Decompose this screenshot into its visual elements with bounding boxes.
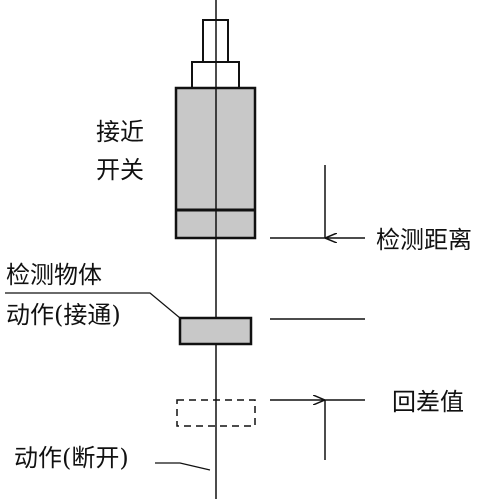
target-object-leader: [5, 292, 181, 319]
target-object-on: [178, 316, 253, 346]
label-action-on: 动作(接通): [6, 301, 121, 329]
label-sensor-line2: 开关: [96, 156, 144, 184]
label-action-off: 动作(断开): [14, 444, 129, 472]
label-sensor-line1: 接近: [96, 118, 144, 146]
label-target-object: 检测物体: [6, 261, 102, 289]
action-off-leader: [155, 462, 211, 471]
label-detection-distance: 检测距离: [376, 226, 472, 254]
target-object-off-dashed: [176, 399, 256, 427]
label-hysteresis: 回差值: [392, 388, 464, 416]
